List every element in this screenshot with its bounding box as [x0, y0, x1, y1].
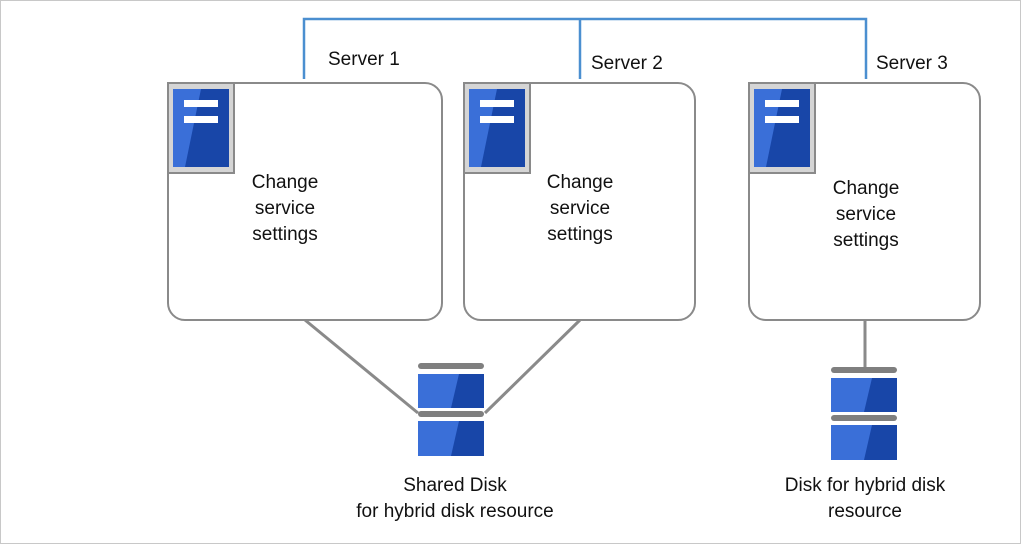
shared-disk-icon: [418, 363, 484, 456]
local-disk-icon: [831, 367, 897, 460]
server-1-box: Change service settings: [167, 82, 443, 321]
local-disk-label-line-1: Disk for hybrid disk: [784, 475, 946, 496]
shared-disk-label-line-1: Shared Disk: [403, 475, 507, 496]
network-line: [302, 17, 868, 79]
local-disk-label-line-2: resource: [828, 501, 902, 522]
server-1-name: Server 1: [328, 49, 400, 70]
shared-disk-label-line-2: for hybrid disk resource: [356, 501, 554, 522]
shared-disk-label: Shared Disk for hybrid disk resource: [321, 473, 589, 525]
server-2-action-line-2: service: [549, 198, 611, 219]
server-2-action-line-1: Change: [546, 172, 614, 193]
server-1-action-line-3: settings: [252, 224, 318, 245]
server-2-action-line-3: settings: [547, 224, 613, 245]
server-2-action-text: Change service settings: [500, 170, 660, 248]
local-disk-label: Disk for hybrid disk resource: [753, 473, 977, 525]
server-3-box: Change service settings: [748, 82, 981, 321]
server-3-server-icon: [748, 82, 816, 174]
server-2-server-icon: [463, 82, 531, 174]
server-1-action-text: Change service settings: [205, 170, 365, 248]
server-3-action-line-1: Change: [832, 178, 900, 199]
server-3-action-line-2: service: [835, 204, 897, 225]
server-3-name: Server 3: [876, 53, 948, 74]
server-2-to-shared-disk-line: [483, 318, 582, 415]
server-1-action-line-2: service: [254, 198, 316, 219]
server-2-name: Server 2: [591, 53, 663, 74]
server-3-action-text: Change service settings: [786, 176, 946, 254]
server-1-server-icon: [167, 82, 235, 174]
server-3-action-line-3: settings: [833, 230, 899, 251]
server-1-action-line-1: Change: [251, 172, 319, 193]
server-1-to-shared-disk-line: [304, 318, 419, 415]
server-2-box: Change service settings: [463, 82, 696, 321]
